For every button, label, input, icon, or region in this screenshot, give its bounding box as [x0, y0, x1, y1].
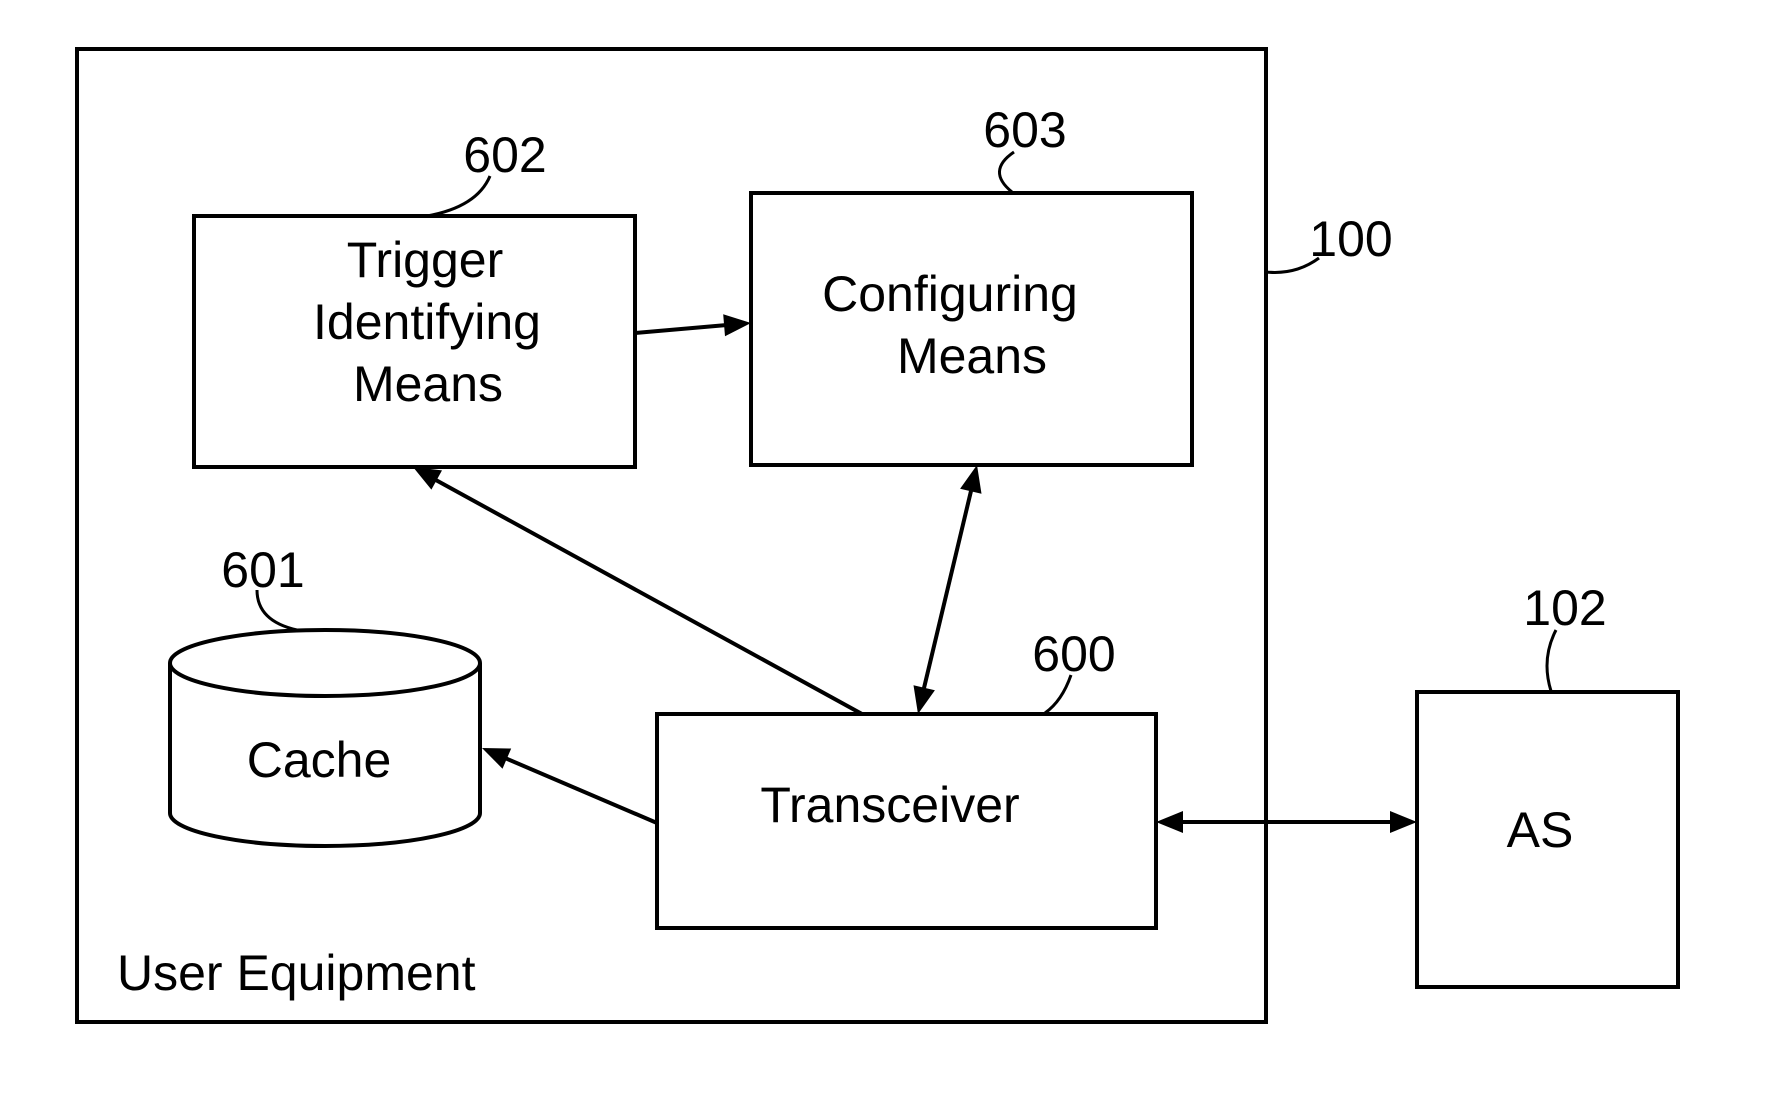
ref-603-leader: [998, 150, 1015, 194]
configuring-label-line1: Configuring: [822, 266, 1078, 322]
ref-600-label: 600: [1032, 626, 1115, 682]
transceiver-box: [655, 712, 1158, 930]
trigger-label-line2: Identifying: [313, 294, 541, 350]
cache-cylinder: Cache: [168, 628, 482, 848]
ref-602-label: 602: [463, 127, 546, 183]
user-equipment-label: User Equipment: [117, 945, 476, 1001]
cache-cylinder-body: [168, 663, 482, 848]
trigger-identifying-means-label: Trigger Identifying Means: [313, 232, 541, 412]
arrowhead-icon: [1390, 811, 1417, 833]
arrow-transceiver-to-trigger: [413, 467, 863, 716]
trigger-identifying-means-box: [192, 214, 637, 469]
ref-600-leader: [1044, 674, 1073, 715]
ref-601-label: 601: [221, 542, 304, 598]
ref-603-label: 603: [983, 102, 1066, 158]
cache-cylinder-top: [168, 628, 482, 698]
arrowhead-icon: [413, 467, 442, 490]
configuring-means-box: [749, 191, 1194, 467]
arrowhead-icon: [482, 748, 512, 769]
as-label: AS: [1507, 802, 1574, 858]
arrowhead-icon: [723, 314, 751, 337]
ref-603: 603: [983, 102, 1067, 194]
arrow-trigger-to-configuring: [634, 314, 751, 337]
ref-100-leader: [1265, 256, 1320, 274]
ref-602-leader: [426, 175, 492, 218]
as-box: [1415, 690, 1680, 989]
ref-601: 601: [221, 542, 305, 632]
ref-601-leader: [255, 589, 298, 632]
cache-label: Cache: [247, 732, 392, 788]
configuring-label-line2: Means: [897, 328, 1047, 384]
user-equipment-box: [75, 47, 1268, 1024]
ref-102: 102: [1523, 580, 1607, 692]
ref-600: 600: [1032, 626, 1116, 715]
arrow-transceiver-to-cache: [482, 748, 658, 825]
ref-102-label: 102: [1523, 580, 1606, 636]
ref-100-label: 100: [1309, 211, 1392, 267]
ref-102-leader: [1545, 629, 1558, 692]
arrow-configuring-transceiver-bidirectional: [913, 465, 982, 714]
arrowhead-icon: [913, 685, 935, 714]
ref-100: 100: [1265, 211, 1393, 274]
ref-602: 602: [426, 127, 547, 218]
arrowhead-icon: [960, 465, 982, 494]
arrowhead-icon: [1156, 811, 1183, 833]
transceiver-label: Transceiver: [760, 777, 1019, 833]
trigger-label-line1: Trigger: [347, 232, 504, 288]
configuring-means-label: Configuring Means: [822, 266, 1078, 384]
trigger-label-line3: Means: [353, 356, 503, 412]
arrow-transceiver-as-bidirectional: [1156, 811, 1417, 833]
